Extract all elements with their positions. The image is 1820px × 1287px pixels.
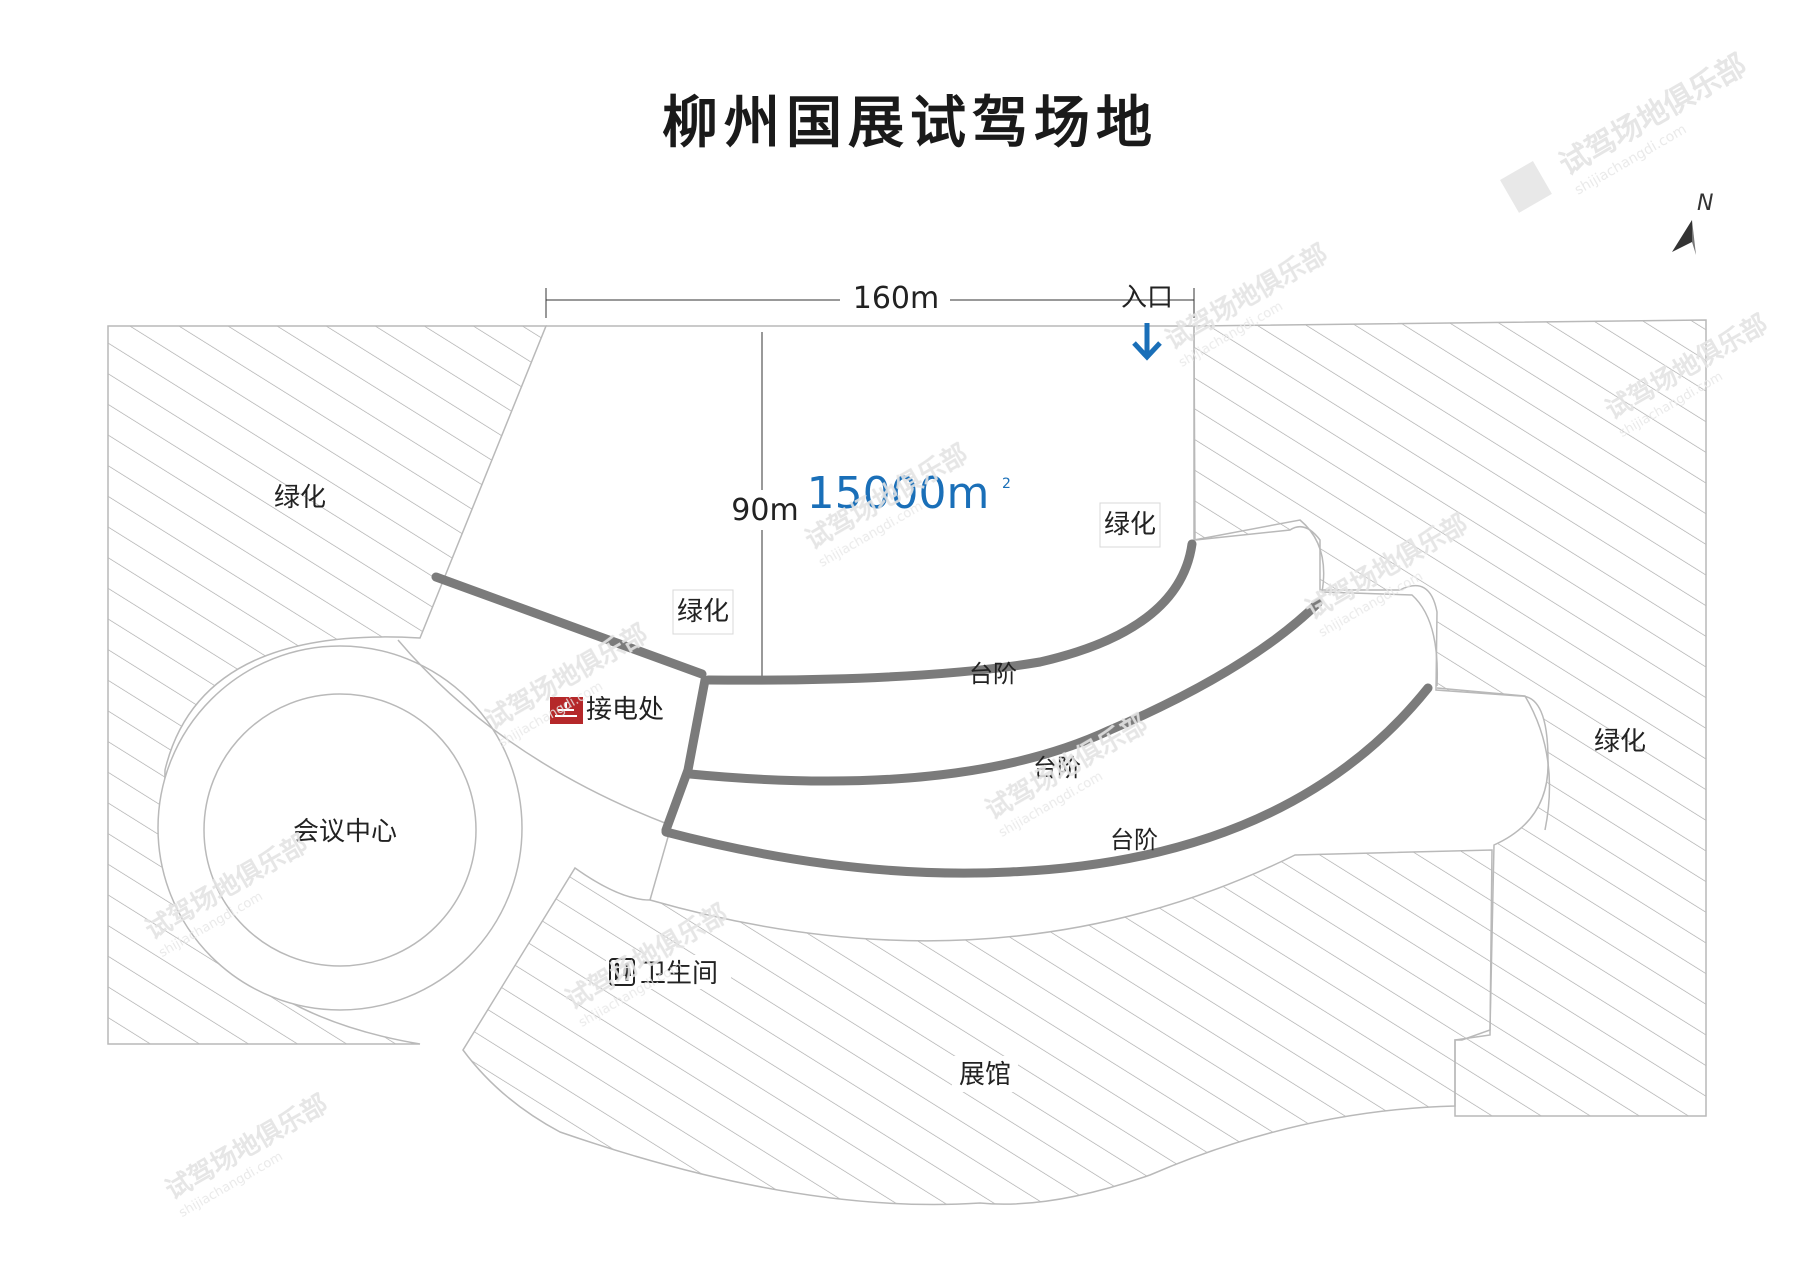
steps-label-1: 台阶	[969, 660, 1017, 688]
height-label: 90m	[731, 493, 798, 528]
exhibition-label: 展馆	[959, 1060, 1011, 1090]
exhibition-area	[462, 849, 1493, 1206]
svg-text:试驾场地俱乐部: 试驾场地俱乐部	[1553, 48, 1752, 183]
power-outlet-icon	[550, 697, 583, 724]
restroom-icon	[609, 958, 635, 986]
north-arrow-icon: N	[1672, 191, 1713, 255]
power-label: 接电处	[586, 695, 664, 725]
road-top-left	[431, 572, 707, 679]
svg-text:试驾场地俱乐部: 试驾场地俱乐部	[160, 1088, 333, 1206]
road-step-2	[685, 598, 1323, 786]
area-unit-sup: 2	[1002, 476, 1011, 492]
conference-center	[203, 693, 477, 967]
arrow-down-icon	[1132, 323, 1162, 361]
green-area-right	[1193, 319, 1707, 1117]
restroom-label: 卫生间	[640, 959, 718, 989]
conference-label: 会议中心	[293, 817, 397, 847]
road-step-3	[661, 683, 1433, 878]
width-label: 160m	[853, 281, 939, 316]
green-label-top-left: 绿化	[274, 483, 326, 513]
area-value: 15000m	[807, 468, 990, 519]
road-connector	[661, 675, 710, 835]
north-label: N	[1697, 191, 1713, 216]
green-label-mid: 绿化	[677, 597, 729, 627]
road-network	[431, 539, 1433, 878]
road-step-1	[703, 539, 1197, 685]
green-label-right: 绿化	[1594, 727, 1646, 757]
green-label-top-right: 绿化	[1104, 510, 1156, 540]
page-title: 柳州国展试驾场地	[662, 91, 1158, 156]
steps-label-2: 台阶	[1033, 754, 1081, 782]
entrance-label: 入口	[1121, 283, 1173, 313]
steps-label-3: 台阶	[1110, 826, 1158, 854]
